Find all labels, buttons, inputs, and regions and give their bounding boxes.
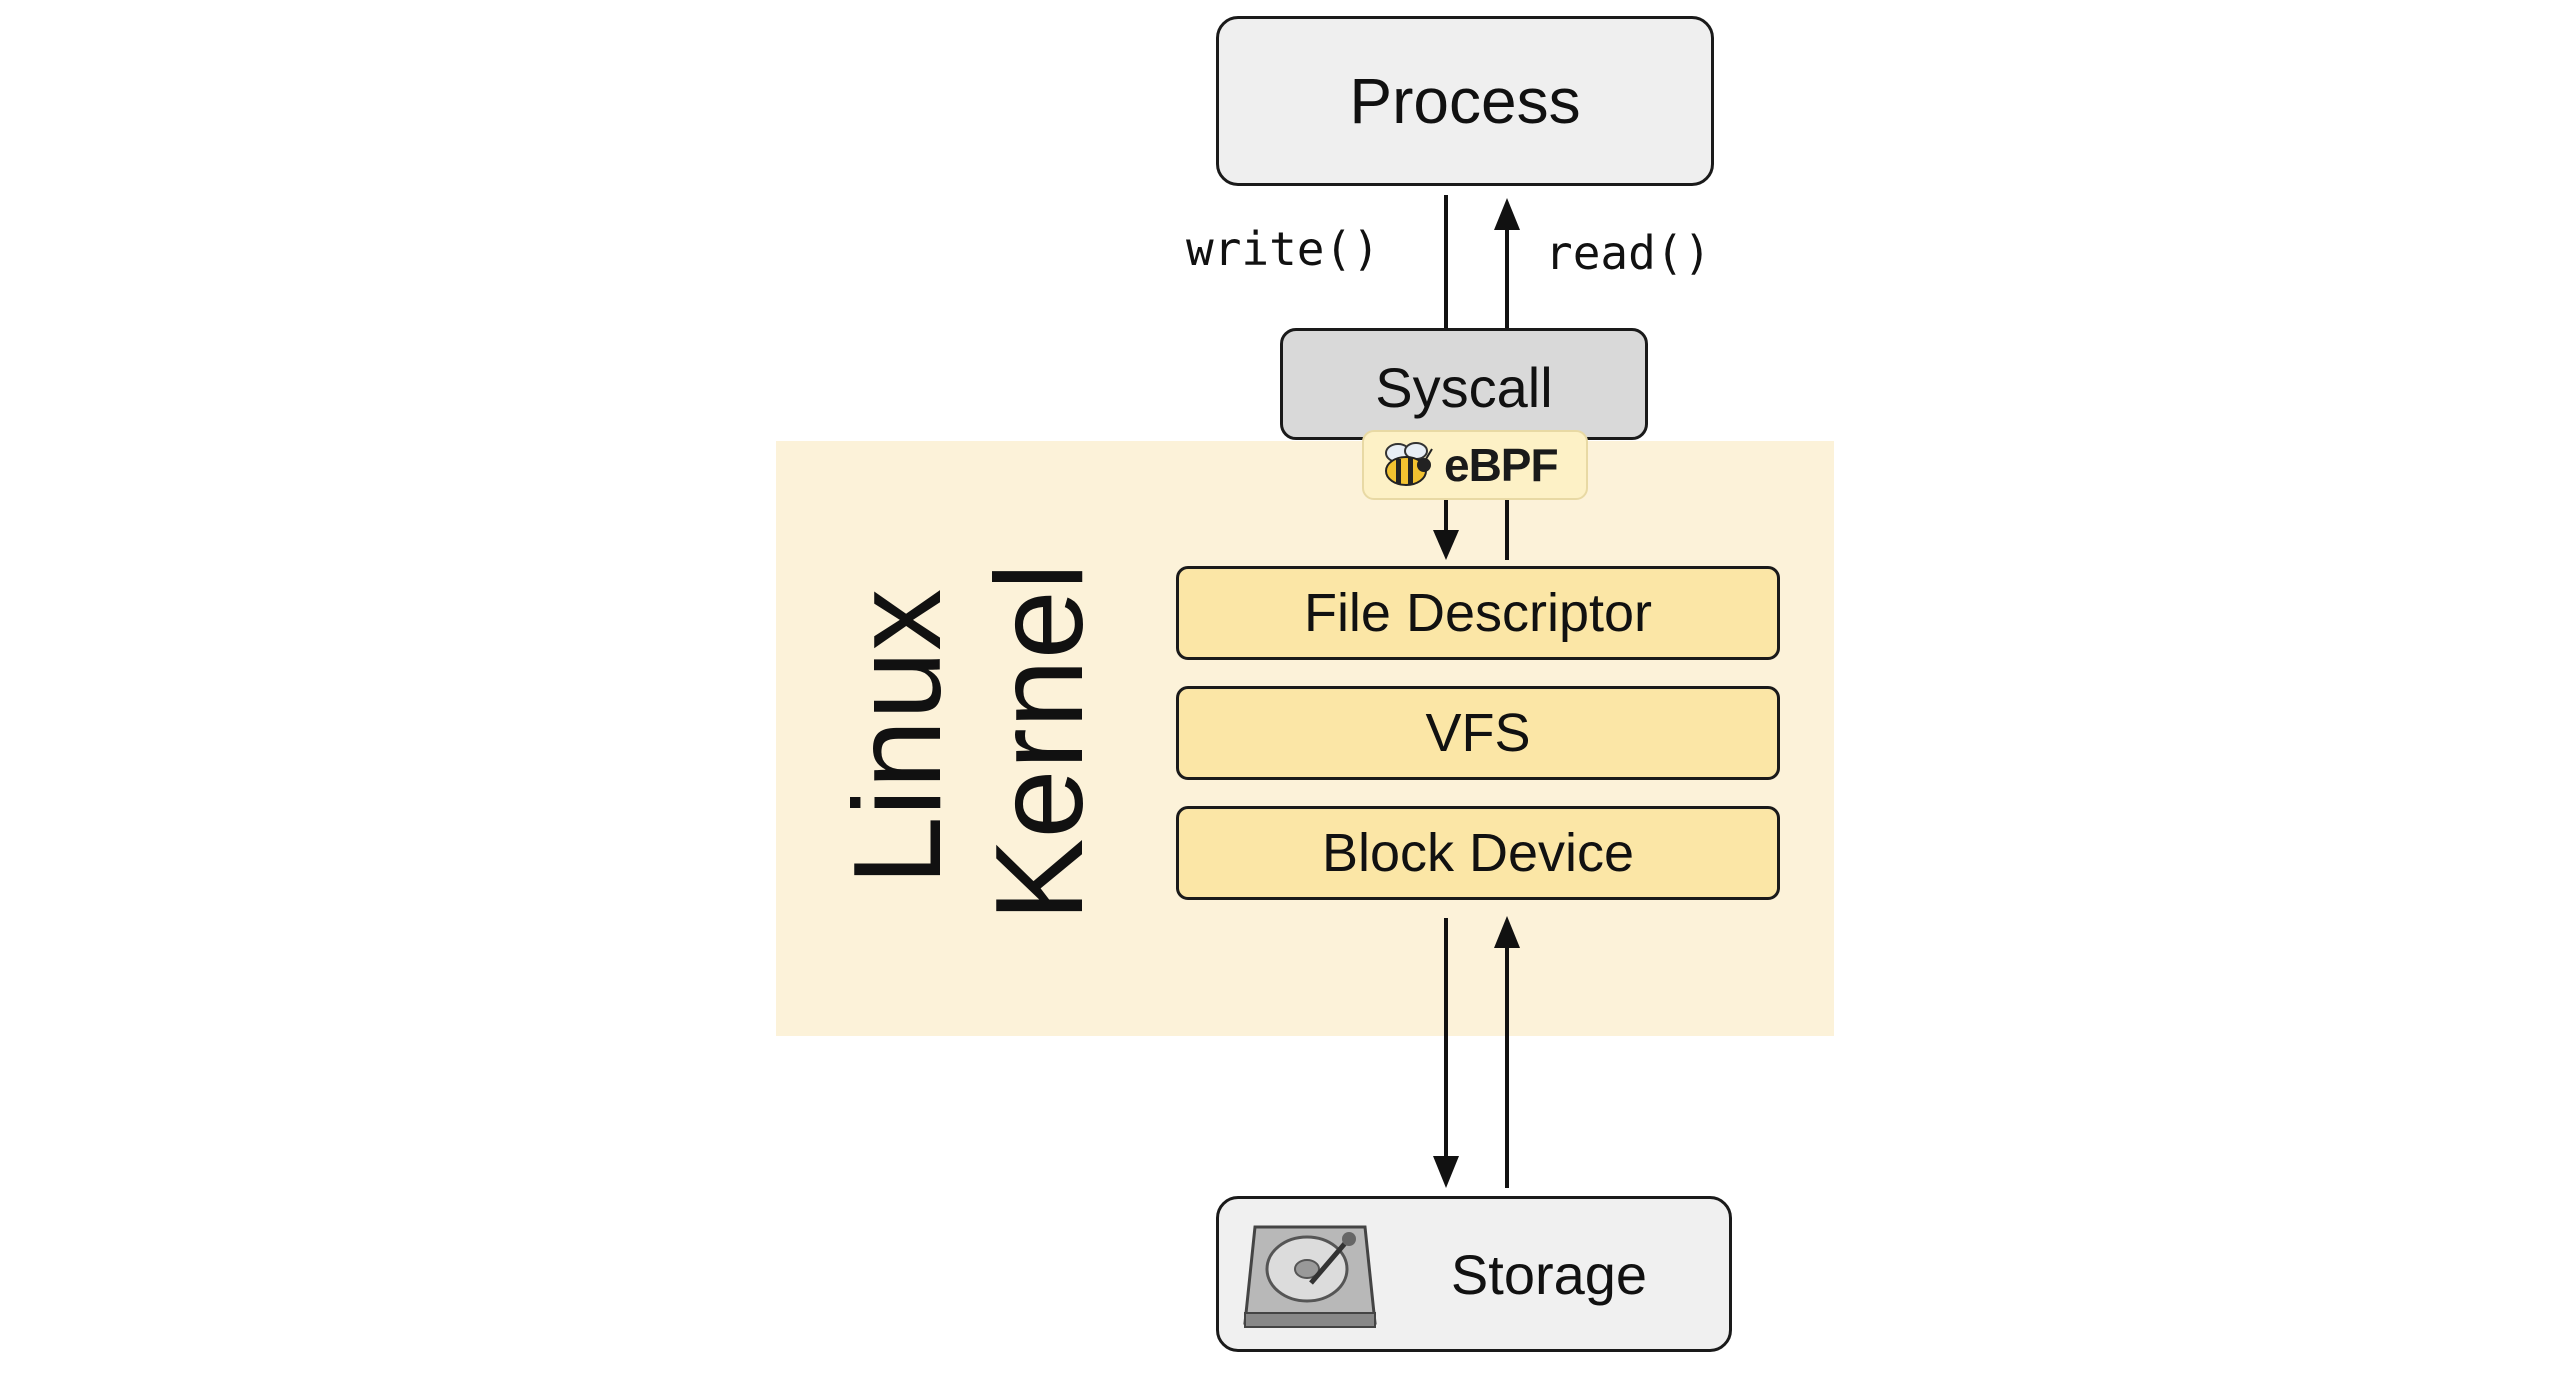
down-arrowhead-kernel — [1433, 530, 1459, 560]
layer-block-device: Block Device — [1176, 806, 1780, 900]
syscall-box: Syscall — [1280, 328, 1648, 440]
layer-vfs: VFS — [1176, 686, 1780, 780]
ebpf-badge: eBPF — [1362, 430, 1588, 500]
layer-label: Block Device — [1321, 823, 1635, 883]
hard-drive-icon — [1243, 1225, 1377, 1328]
up-arrowhead-storage — [1494, 916, 1520, 948]
process-box: Process — [1216, 16, 1714, 186]
bee-icon — [1385, 442, 1433, 486]
storage-label: Storage — [1450, 1242, 1648, 1306]
layer-file-descriptor: File Descriptor — [1176, 566, 1780, 660]
layer-label: VFS — [1425, 703, 1531, 763]
storage-box: Storage — [1216, 1196, 1732, 1352]
ebpf-label: eBPF — [1444, 439, 1559, 491]
write-call-label: write() — [1186, 222, 1380, 276]
read-call-label: read() — [1545, 226, 1712, 280]
process-label: Process — [1349, 65, 1581, 137]
down-arrowhead-storage — [1433, 1156, 1459, 1188]
read-arrowhead — [1494, 198, 1520, 230]
syscall-label: Syscall — [1375, 355, 1553, 419]
layer-label: File Descriptor — [1303, 583, 1653, 643]
